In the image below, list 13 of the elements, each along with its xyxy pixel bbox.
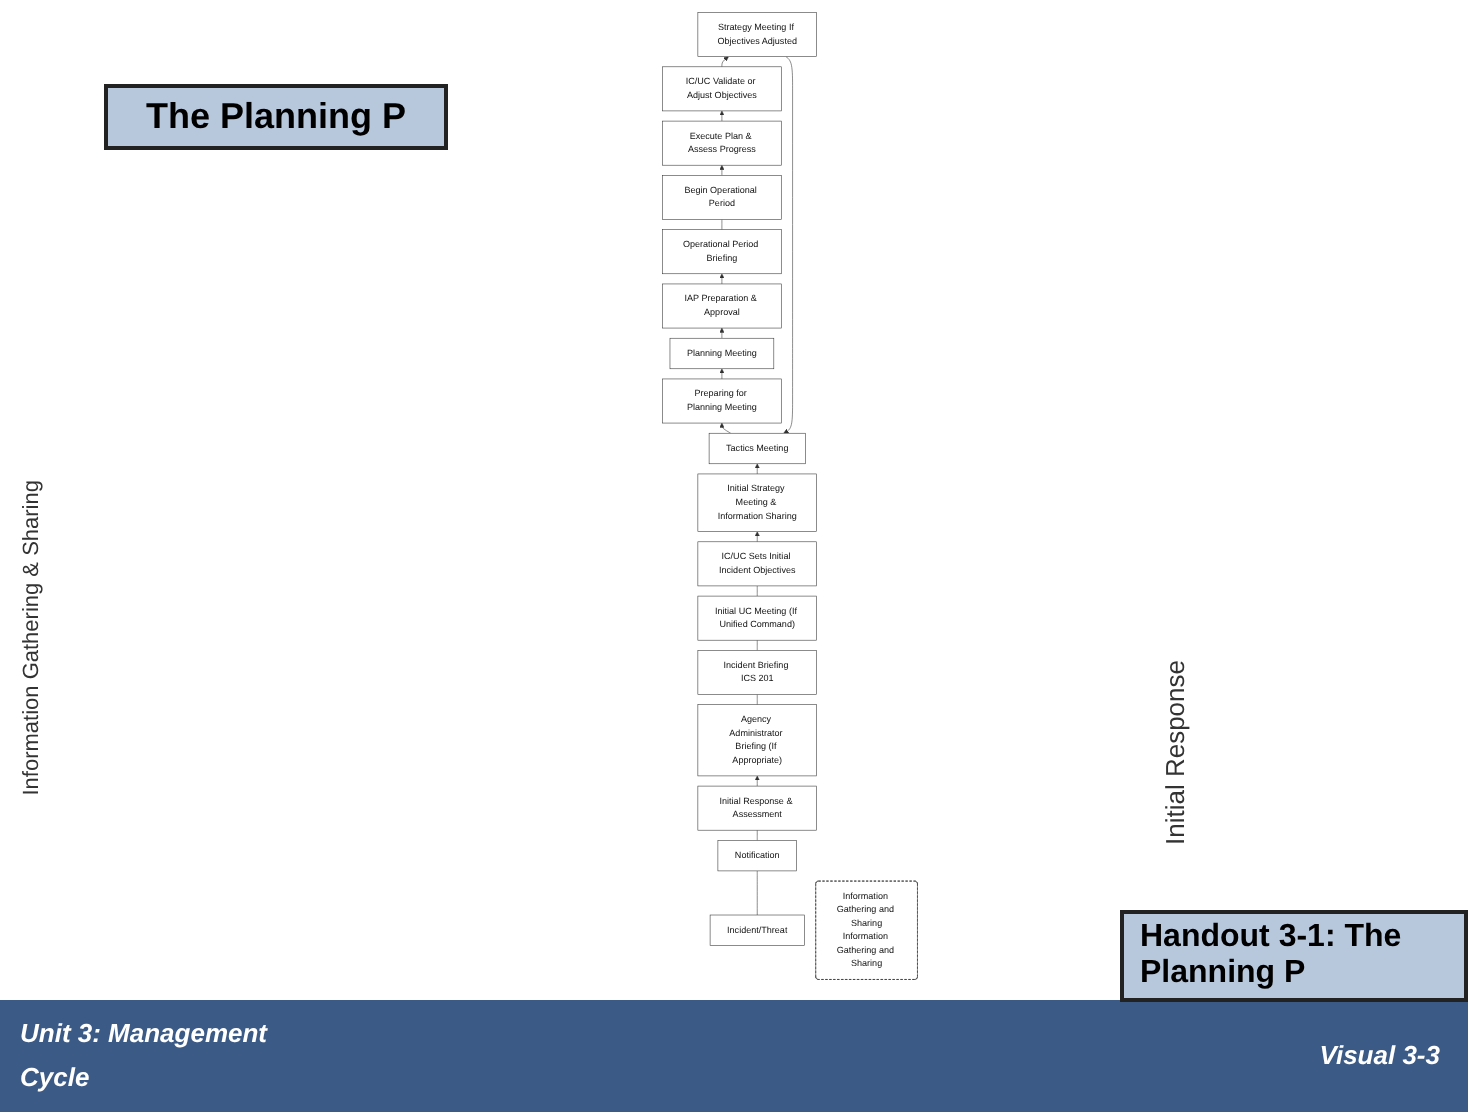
connector xyxy=(721,219,723,230)
arrow xyxy=(719,164,725,176)
side-label: Initial Response xyxy=(1160,660,1190,845)
arrow xyxy=(719,327,725,339)
connector xyxy=(756,829,758,841)
unit-label: Unit 3: Management Cycle xyxy=(20,1016,270,1096)
title: The Planning P xyxy=(104,84,448,150)
connector xyxy=(756,639,758,651)
connector xyxy=(756,694,758,705)
connector xyxy=(756,870,758,916)
side-label: Information Gathering & Sharing xyxy=(20,480,44,796)
handout-label: Handout 3-1: The Planning P xyxy=(1120,910,1468,1002)
visual-number: Visual 3-3 xyxy=(1319,1040,1440,1070)
